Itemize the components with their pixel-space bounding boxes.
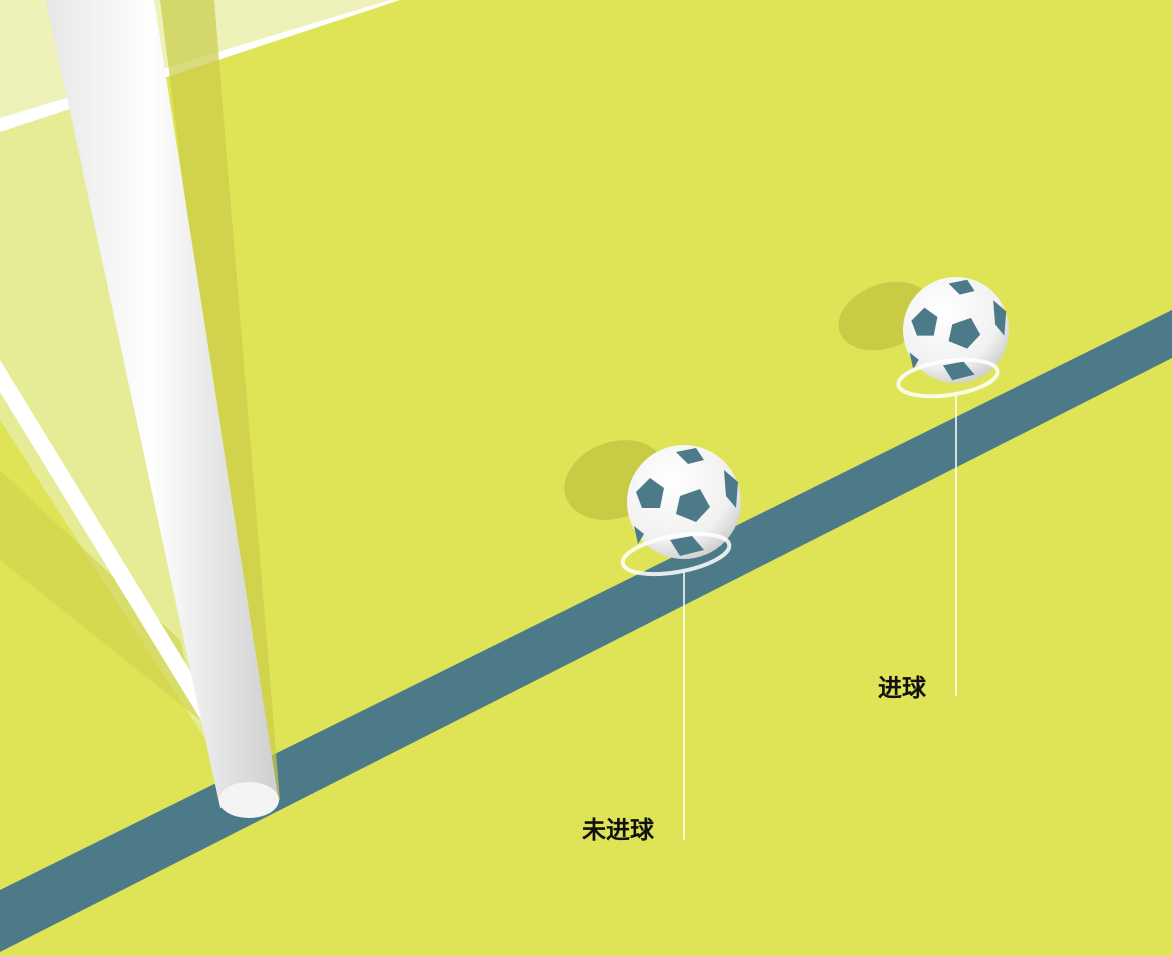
net-back-bar <box>0 360 220 735</box>
label-no-goal: 未进球 <box>582 816 654 844</box>
goal-post-base <box>219 782 279 818</box>
post-shadow <box>160 0 280 810</box>
ball-contact-ring-no-goal <box>620 531 732 577</box>
soccer-ball-icon <box>627 445 741 559</box>
goal-line <box>0 310 1172 952</box>
ball-contact-ring-goal <box>896 357 1000 399</box>
goal-post <box>46 0 278 808</box>
net-shadow <box>0 470 200 720</box>
label-goal: 进球 <box>878 674 926 702</box>
